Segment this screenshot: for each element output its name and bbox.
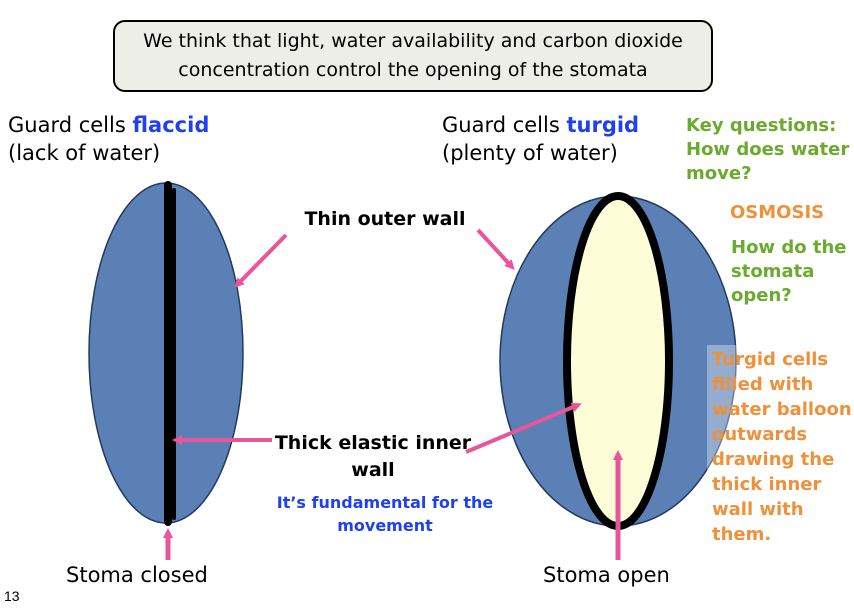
hypothesis-box: We think that light, water availability … bbox=[113, 20, 713, 92]
key-questions-line3: move? bbox=[686, 163, 752, 184]
inner-wall-label-line2: wall bbox=[351, 459, 395, 481]
key-questions-line1: Key questions: bbox=[686, 115, 837, 136]
left-title: Guard cells flaccid bbox=[8, 112, 209, 139]
right-title-prefix: Guard cells bbox=[442, 113, 567, 137]
hypothesis-text: We think that light, water availability … bbox=[143, 30, 683, 81]
key-questions: Key questions: How does water move? bbox=[686, 114, 852, 186]
turgid-explanation: Turgid cells filled with water balloon o… bbox=[712, 347, 854, 547]
explanation-line: Turgid cells bbox=[712, 349, 829, 370]
arrow-outer-wall-left bbox=[234, 233, 288, 288]
stomata-question: How do the stomata open? bbox=[731, 236, 851, 308]
stomata-question-line1: How do the bbox=[731, 237, 847, 258]
stoma-open-caption: Stoma open bbox=[543, 563, 670, 587]
fundamental-note: It’s fundamental for the movement bbox=[245, 491, 525, 537]
right-title: Guard cells turgid bbox=[442, 112, 639, 139]
left-subtitle: (lack of water) bbox=[8, 141, 161, 165]
fundamental-note-line1: It’s fundamental for the bbox=[276, 493, 494, 512]
stomata-question-line2: stomata bbox=[731, 261, 815, 282]
explanation-highlight bbox=[707, 345, 751, 490]
explanation-line: drawing the bbox=[712, 449, 835, 470]
inner-wall-label-line1: Thick elastic inner bbox=[274, 432, 472, 454]
inner-wall-label: Thick elastic inner wall bbox=[268, 430, 478, 484]
fundamental-note-line2: movement bbox=[337, 516, 433, 535]
explanation-line: outwards bbox=[712, 424, 808, 445]
outer-wall-label: Thin outer wall bbox=[304, 208, 466, 230]
osmosis-answer: OSMOSIS bbox=[730, 202, 825, 223]
left-title-keyword: flaccid bbox=[132, 113, 210, 137]
left-title-prefix: Guard cells bbox=[8, 113, 133, 137]
explanation-line: them. bbox=[712, 524, 772, 545]
explanation-line: wall with bbox=[712, 499, 804, 520]
right-title-keyword: turgid bbox=[566, 113, 640, 137]
stoma-closed-caption: Stoma closed bbox=[66, 563, 208, 587]
arrow-inner-wall-right bbox=[465, 402, 582, 454]
arrow-outer-wall-right bbox=[476, 228, 515, 270]
slide-number: 13 bbox=[4, 588, 20, 604]
explanation-line: thick inner bbox=[712, 474, 822, 495]
key-questions-line2: How does water bbox=[686, 139, 850, 160]
right-subtitle: (plenty of water) bbox=[442, 141, 618, 165]
explanation-line: water balloon bbox=[712, 399, 852, 420]
stomata-question-line3: open? bbox=[731, 285, 792, 306]
explanation-line: filled with bbox=[712, 374, 814, 395]
